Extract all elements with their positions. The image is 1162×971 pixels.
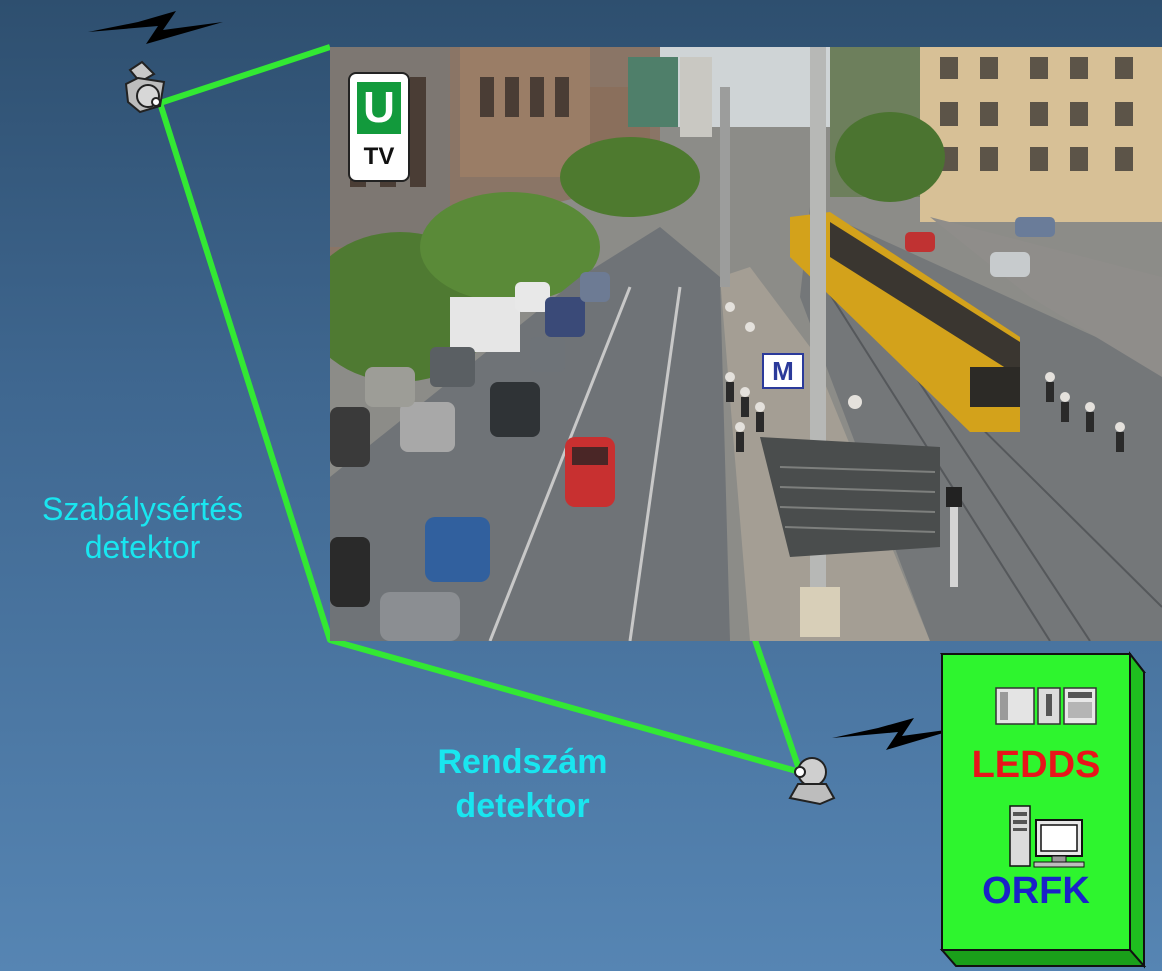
wireless-signal-icon-box xyxy=(832,718,960,750)
metro-sign: M xyxy=(762,353,804,389)
security-camera-icon-bottom xyxy=(788,757,836,806)
ledds-label: LEDDS xyxy=(971,744,1101,786)
plate-detector-label: Rendszám detektor xyxy=(400,740,645,828)
server-rack-icon xyxy=(995,687,1097,725)
violation-detector-label: Szabálysértés detektor xyxy=(0,490,285,566)
violation-detector-label-line2: detektor xyxy=(84,529,201,565)
server-box xyxy=(939,651,1147,969)
plate-detector-label-line1: Rendszám xyxy=(437,743,608,781)
computer-workstation-icon xyxy=(1009,805,1085,868)
utv-logo-u: U xyxy=(357,82,401,134)
wireless-signal-icon-top xyxy=(88,11,223,44)
traffic-camera-photo: U TV M xyxy=(330,47,1162,641)
plate-detector-label-line2: detektor xyxy=(455,787,590,825)
orfk-label: ORFK xyxy=(982,870,1090,912)
utv-logo: U TV xyxy=(348,72,410,182)
security-camera-icon-top xyxy=(124,60,166,114)
utv-logo-tv: TV xyxy=(363,143,395,170)
violation-detector-label-line1: Szabálysértés xyxy=(42,491,243,527)
